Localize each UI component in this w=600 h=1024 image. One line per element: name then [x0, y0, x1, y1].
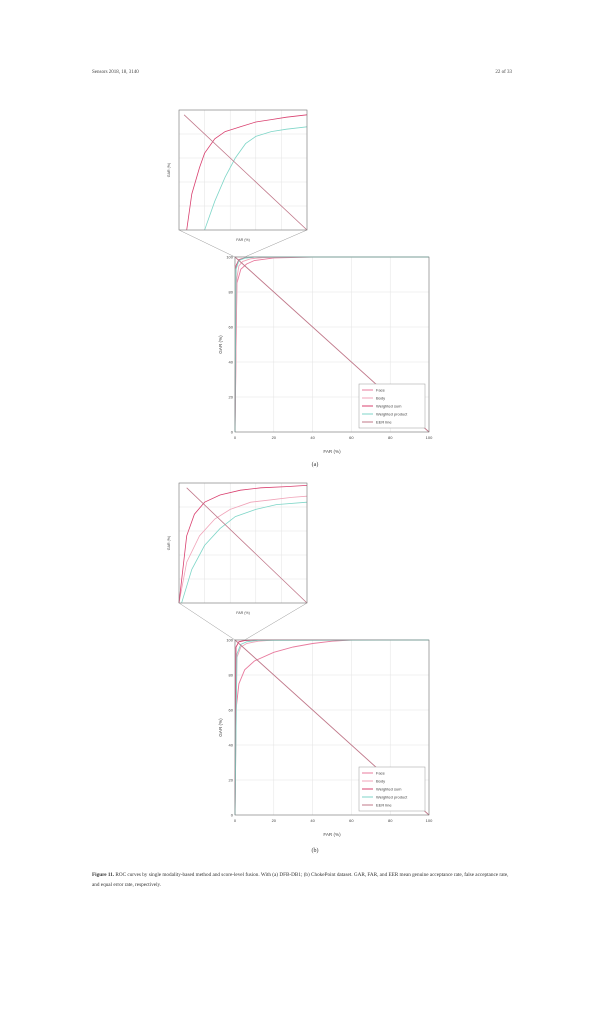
chart-b-zoom-series-eer_line — [186, 487, 308, 604]
chart-b-ytick-2: 40 — [229, 742, 234, 747]
chart-b-xtick-3: 60 — [349, 818, 354, 823]
running-header-left: Sensors 2018, 18, 3140 — [92, 70, 139, 75]
chart-a-xtick-2: 40 — [310, 435, 315, 440]
chart-a-xlabel: FAR (%) — [323, 449, 341, 454]
figure-b-label: (b) — [311, 848, 319, 854]
chart-a-xtick-0: 0 — [234, 435, 237, 440]
chart-a-ytick-4: 80 — [229, 289, 234, 294]
figure-caption: Figure 11. ROC curves by single modality… — [92, 870, 512, 890]
chart-b-ytick-5: 100 — [226, 637, 233, 642]
running-header-right: 22 of 33 — [495, 70, 512, 75]
chart-b-zoom-xlabel: FAR (%) — [236, 611, 250, 615]
chart-a-zoom-frame — [178, 109, 308, 231]
chart-a-frame — [234, 256, 430, 433]
chart-a-ylabel: GAR (%) — [218, 335, 223, 354]
chart-a-ytick-1: 20 — [229, 394, 234, 399]
chart-a-xtick-1: 20 — [272, 435, 277, 440]
chart-a-zoom-series-eer_line — [183, 114, 308, 231]
chart-b-xtick-0: 0 — [234, 818, 237, 823]
figure-a-zoom-plot: FAR (%) GAR (%) — [167, 109, 308, 242]
chart-b-zoom-series-body — [178, 495, 308, 604]
chart-b-ylabel: GAR (%) — [218, 718, 223, 737]
chart-a-legend-label-1: Body — [376, 395, 385, 400]
chart-b-xtick-4: 80 — [388, 818, 393, 823]
caption-label: Figure 11. — [92, 872, 115, 878]
chart-a-zoom-xlabel: FAR (%) — [236, 238, 250, 242]
chart-b-ytick-1: 20 — [229, 777, 234, 782]
chart-b-legend-label-0: Face — [376, 770, 386, 775]
chart-b-xtick-5: 100 — [426, 818, 433, 823]
caption-text: ROC curves by single modality-based meth… — [92, 872, 509, 888]
zoom-connector-right-b — [244, 602, 308, 641]
chart-a-legend-label-0: Face — [376, 387, 386, 392]
chart-a-zoom-ylabel: GAR (%) — [167, 163, 171, 177]
chart-a-xtick-3: 60 — [349, 435, 354, 440]
chart-b-zoom-frame — [178, 482, 308, 604]
chart-b-xtick-2: 40 — [310, 818, 315, 823]
chart-a-legend-label-4: EER line — [376, 419, 392, 424]
chart-b-zoom-series-weighted_sum — [178, 485, 308, 604]
chart-b-ytick-0: 0 — [231, 812, 234, 817]
figure-a-label: (a) — [311, 462, 319, 468]
chart-b-xlabel: FAR (%) — [323, 832, 341, 837]
chart-b-frame — [234, 639, 430, 816]
chart-b-legend-label-2: Weighted sum — [376, 786, 402, 791]
chart-b-zoom-ylabel: GAR (%) — [167, 536, 171, 550]
chart-a-zoom-series-weighted_product — [204, 126, 308, 231]
chart-a-ytick-3: 60 — [229, 324, 234, 329]
chart-a-legend-label-3: Weighted product — [376, 411, 408, 416]
chart-b-legend-label-4: EER line — [376, 802, 392, 807]
zoom-connector-left-a — [178, 229, 236, 258]
chart-b-zoom-series-weighted_product — [181, 501, 308, 604]
chart-a-ytick-0: 0 — [231, 429, 234, 434]
figure-b-zoom-plot: FAR (%) GAR (%) — [167, 482, 308, 615]
chart-a-ytick-5: 100 — [226, 254, 233, 259]
chart-a-zoom-series-weighted_sum — [186, 114, 308, 231]
chart-b-series-face — [234, 639, 429, 816]
chart-a-xtick-4: 80 — [388, 435, 393, 440]
chart-b-ytick-4: 80 — [229, 672, 234, 677]
zoom-connector-left-b — [178, 602, 236, 641]
chart-b-xtick-1: 20 — [272, 818, 277, 823]
chart-a-xtick-5: 100 — [426, 435, 433, 440]
zoom-connector-right-a — [244, 229, 308, 258]
chart-a-legend-label-2: Weighted sum — [376, 403, 402, 408]
chart-b-legend-label-1: Body — [376, 778, 385, 783]
chart-b-ytick-3: 60 — [229, 707, 234, 712]
chart-a-ytick-2: 40 — [229, 359, 234, 364]
chart-b-legend-label-3: Weighted product — [376, 794, 408, 799]
